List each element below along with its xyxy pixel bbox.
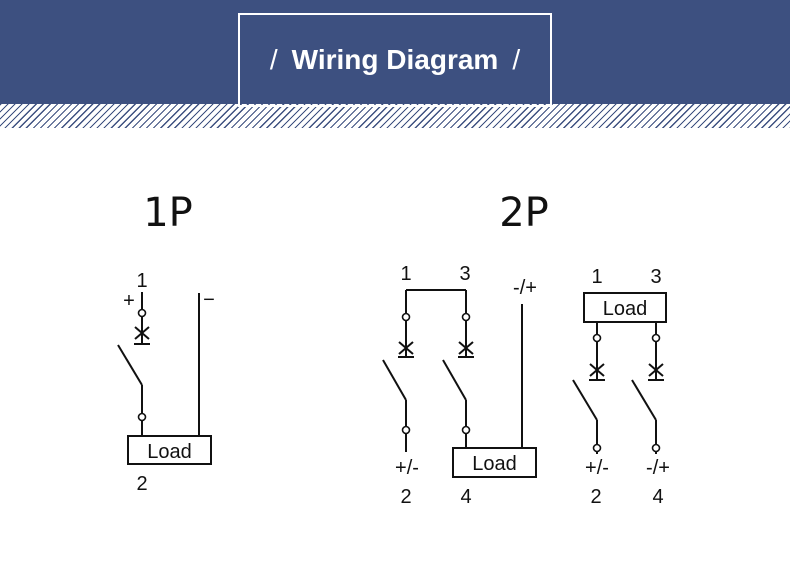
polarity-2p-b-right: -/+	[646, 457, 670, 479]
load-2p-b: Load	[603, 298, 648, 320]
polarity-2p-b-left: +/-	[585, 457, 609, 479]
terminal-2p-a-3: 3	[459, 263, 470, 285]
polarity-1p-negative: −	[203, 289, 215, 311]
circuit-2p-a	[382, 289, 537, 478]
terminal-2p-b-4: 4	[652, 486, 663, 508]
terminal-1p-bottom: 2	[136, 473, 147, 495]
load-2p-a: Load	[472, 453, 517, 475]
terminal-2p-a-1: 1	[400, 263, 411, 285]
circuit-2p-b	[572, 292, 667, 454]
polarity-1p-positive: +	[123, 290, 135, 312]
polarity-2p-a-side: -/+	[513, 277, 537, 299]
terminal-1p-top: 1	[136, 270, 147, 292]
polarity-2p-a-bottom: +/-	[395, 457, 419, 479]
terminal-2p-a-4: 4	[460, 486, 471, 508]
page-title-box: / Wiring Diagram /	[238, 13, 552, 107]
terminal-2p-b-1: 1	[591, 266, 602, 288]
header-banner	[0, 0, 790, 104]
page-title: Wiring Diagram	[291, 44, 499, 75]
load-1p: Load	[147, 441, 192, 463]
header-hatch-stripe	[0, 104, 790, 128]
heading-2p: 2P	[499, 190, 549, 236]
terminal-2p-b-2: 2	[590, 486, 601, 508]
terminal-2p-a-2: 2	[400, 486, 411, 508]
heading-1p: 1P	[143, 190, 193, 236]
circuit-1p	[117, 292, 212, 465]
title-slash-left: /	[269, 44, 278, 75]
terminal-2p-b-3: 3	[650, 266, 661, 288]
title-slash-right: /	[512, 44, 521, 75]
